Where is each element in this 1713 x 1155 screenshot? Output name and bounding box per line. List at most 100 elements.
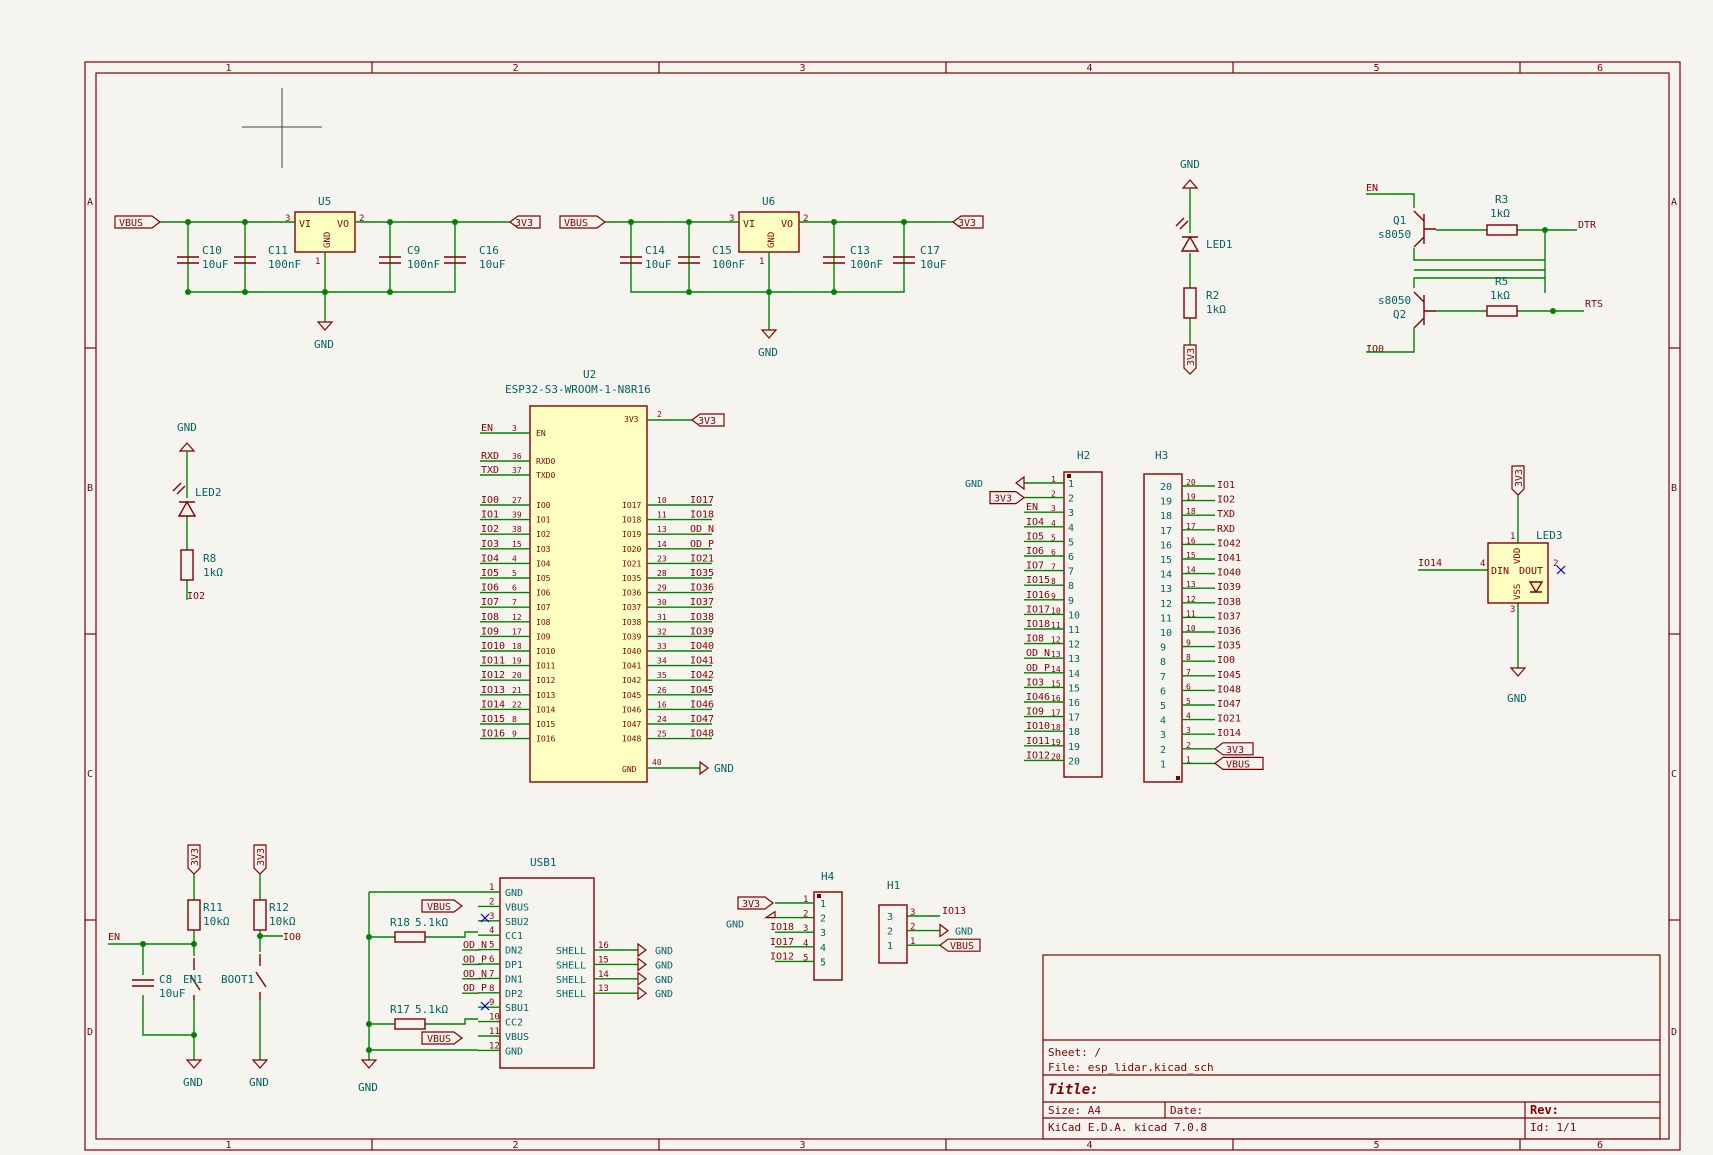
u2-right-net: IO46 <box>690 699 714 710</box>
h1-vbus-label: VBUS <box>950 941 974 952</box>
led1-gnd-label: GND <box>1180 158 1200 171</box>
h3-pin-index: 2 <box>1186 741 1191 750</box>
u2-body[interactable] <box>529 405 648 783</box>
row-mark-right: B <box>1671 483 1677 494</box>
h2-pin-index: 9 <box>1051 592 1056 601</box>
h3-pin-num: 13 <box>1160 584 1172 595</box>
r17-ref: R17 <box>390 1003 410 1016</box>
u5-gnd: GND <box>323 232 333 248</box>
h3-net-label: IO1 <box>1217 480 1235 491</box>
r12-val: 10kΩ <box>269 915 296 928</box>
usb-pin-name: DP1 <box>505 960 523 971</box>
u2-left-pin-name: IO5 <box>536 574 551 583</box>
usb-pin-name: CC1 <box>505 931 523 942</box>
h2-pin-num: 3 <box>1068 508 1074 519</box>
u2-right-net: IO47 <box>690 714 714 725</box>
u2-right-net: IO39 <box>690 626 714 637</box>
usb-data-net: OD_P <box>463 983 487 994</box>
h3-pin-index: 16 <box>1186 536 1196 545</box>
h4-pin-num: 2 <box>820 914 826 925</box>
h2-net-label: IO9 <box>1026 707 1044 718</box>
c14-val: 10uF <box>645 258 672 271</box>
h1-pin-index: 1 <box>910 937 915 947</box>
h2-net-label: IO46 <box>1026 692 1050 703</box>
u2-right-pin-name: IO17 <box>622 501 641 510</box>
c10-val: 10uF <box>202 258 229 271</box>
h1-vbus-symbol <box>939 938 981 952</box>
u2-left-net: TXD <box>481 465 499 476</box>
q-en-net: EN <box>1366 183 1378 194</box>
h4-pin-index: 3 <box>803 924 808 934</box>
led3-body[interactable] <box>1487 542 1549 604</box>
u2-left-net: IO7 <box>481 597 499 608</box>
boot-io0-net: IO0 <box>283 932 301 943</box>
h1-body[interactable] <box>878 904 908 964</box>
h3-pin-index: 20 <box>1186 478 1196 487</box>
u6-vbus-label: VBUS <box>564 218 588 229</box>
u2-3v3-label: 3V3 <box>698 416 716 427</box>
h3-pin-num: 12 <box>1160 599 1172 610</box>
r8-val: 1kΩ <box>203 566 223 579</box>
h2-3v3-label: 3V3 <box>994 494 1012 505</box>
usb-data-net: OD_P <box>463 954 487 965</box>
r12-ref: R12 <box>269 901 289 914</box>
u2-left-net: IO8 <box>481 612 499 623</box>
usb-body[interactable] <box>499 877 595 1069</box>
u5-pin1: 1 <box>315 257 320 267</box>
h4-3v3-label: 3V3 <box>742 899 760 910</box>
u5-3v3-label: 3V3 <box>515 218 533 229</box>
reset-boot-group: 3V3 3V3 R11 10kΩ R12 10kΩ C8 10uF EN1 BO… <box>108 844 301 1089</box>
h3-pin-num: 17 <box>1160 526 1172 537</box>
usb-shell-gnd-label: GND <box>655 975 673 986</box>
header-h2-group: H2 11GND223V333EN44IO455IO566IO677IO788I… <box>965 449 1103 778</box>
h3-net-label: IO38 <box>1217 597 1241 608</box>
r12-3v3-label: 3V3 <box>256 848 267 866</box>
u2-left-pin-name: IO4 <box>536 559 551 568</box>
h3-pin-num: 10 <box>1160 628 1172 639</box>
r2-val: 1kΩ <box>1206 303 1226 316</box>
usb-pin-num: 4 <box>489 926 494 936</box>
u2-left-net: RXD <box>481 451 499 462</box>
h2-pin-index: 14 <box>1051 665 1061 674</box>
h3-body[interactable] <box>1143 473 1183 783</box>
regulator-u5-group: U5 VI VO GND 3 2 1 C10 10uF C11 100nF C9… <box>114 195 541 351</box>
q2-ref: Q2 <box>1393 308 1406 321</box>
h3-pin-num: 16 <box>1160 540 1172 551</box>
u2-right-pin-name: IO42 <box>622 676 641 685</box>
h3-pin-index: 5 <box>1186 697 1191 706</box>
u2-right-net: IO41 <box>690 656 714 667</box>
usb-pin-name: GND <box>505 1046 523 1057</box>
u2-left-pin-num: 12 <box>512 613 522 622</box>
h1-pin-num: 2 <box>887 927 893 938</box>
c8-ref: C8 <box>159 973 172 986</box>
u2-left-net: EN <box>481 423 493 434</box>
h3-pin-num: 15 <box>1160 555 1172 566</box>
h2-body[interactable] <box>1063 471 1103 778</box>
u2-left-pin-num: 6 <box>512 584 517 593</box>
h1-pin-index: 3 <box>910 908 915 918</box>
u2-left-pin-name: IO16 <box>536 735 555 744</box>
crosshair-cursor <box>242 88 322 168</box>
h4-body[interactable] <box>813 891 843 981</box>
q1-ref: Q1 <box>1393 214 1406 227</box>
u2-right-net: IO40 <box>690 641 714 652</box>
col-mark-top: 3 <box>800 63 806 74</box>
led3-pin4: 4 <box>1480 559 1485 569</box>
h3-pin-index: 12 <box>1186 595 1196 604</box>
u5-body[interactable] <box>294 211 356 253</box>
r17-val: 5.1kΩ <box>415 1003 448 1016</box>
u2-left-pin-num: 27 <box>512 496 522 505</box>
h2-pin-num: 5 <box>1068 537 1074 548</box>
col-mark-top: 4 <box>1087 63 1093 74</box>
h2-gnd-symbol <box>1015 475 1025 491</box>
led3-pin3: 3 <box>1510 605 1515 615</box>
u2-left-pin-name: IO15 <box>536 720 555 729</box>
u6-3v3-label: 3V3 <box>958 218 976 229</box>
h2-pin-index: 7 <box>1051 563 1056 572</box>
usb-pin-name: DN2 <box>505 946 523 957</box>
h3-pin-index: 14 <box>1186 566 1196 575</box>
col-mark-bottom: 3 <box>800 1140 806 1151</box>
row-mark-left: B <box>87 483 93 494</box>
